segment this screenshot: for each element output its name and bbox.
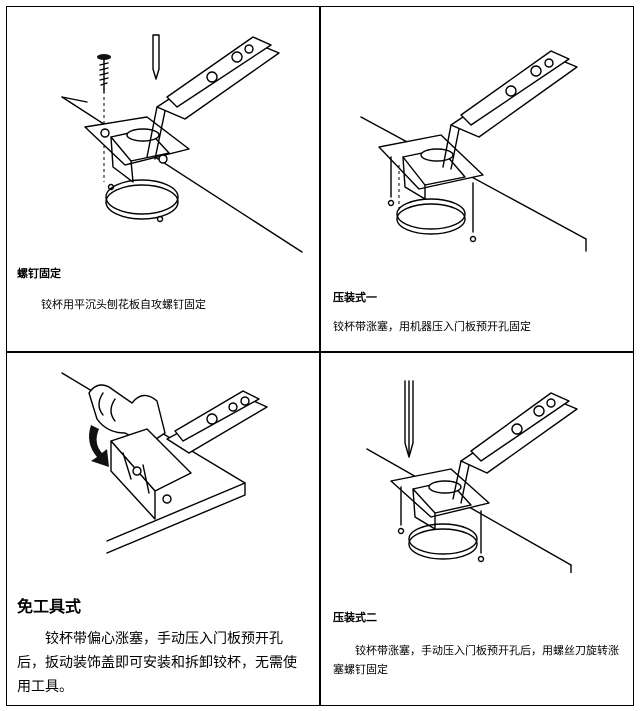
tool-free-illustration <box>61 372 268 554</box>
screwdriver-icon <box>404 380 414 458</box>
panel-title: 免工具式 <box>17 597 82 616</box>
panel-press-fit-one: 压装式一 铰杯带涨塞，用机器压入门板预开孔固定 <box>321 7 633 351</box>
panel-press-fit-two: 压装式二 铰杯带涨塞，手动压入门板预开孔后，用螺丝刀旋转涨塞螺钉固定 <box>321 353 633 705</box>
panel-title: 压装式一 <box>333 291 377 304</box>
panel-description: 铰杯用平沉头刨花板自攻螺钉固定 <box>41 298 206 311</box>
screw-icon <box>97 54 111 94</box>
vertical-divider <box>319 7 321 705</box>
horizontal-divider <box>7 351 633 353</box>
panel-description: 铰杯带偏心涨塞，手动压入门板预开孔后，扳动装饰盖即可安装和拆卸铰杯，无需使用工具… <box>17 631 297 695</box>
screwdriver-icon <box>152 34 160 80</box>
press-fit-two-illustration <box>366 380 578 573</box>
rotation-arrow-icon <box>89 425 109 467</box>
panel-description: 铰杯带涨塞，用机器压入门板预开孔固定 <box>333 320 531 333</box>
panel-tool-free: 免工具式 铰杯带偏心涨塞，手动压入门板预开孔后，扳动装饰盖即可安装和拆卸铰杯，无… <box>7 353 319 705</box>
screw-fixing-illustration <box>61 34 303 253</box>
press-fit-one-illustration <box>360 50 587 252</box>
panel-title: 压装式二 <box>333 611 377 624</box>
panel-description: 铰杯带涨塞，手动压入门板预开孔后，用螺丝刀旋转涨塞螺钉固定 <box>333 644 619 676</box>
panel-screw-fixing: 螺钉固定 铰杯用平沉头刨花板自攻螺钉固定 <box>7 7 319 351</box>
hinge-installation-grid: 螺钉固定 铰杯用平沉头刨花板自攻螺钉固定 压装式一 <box>6 6 634 706</box>
panel-title: 螺钉固定 <box>17 267 61 280</box>
